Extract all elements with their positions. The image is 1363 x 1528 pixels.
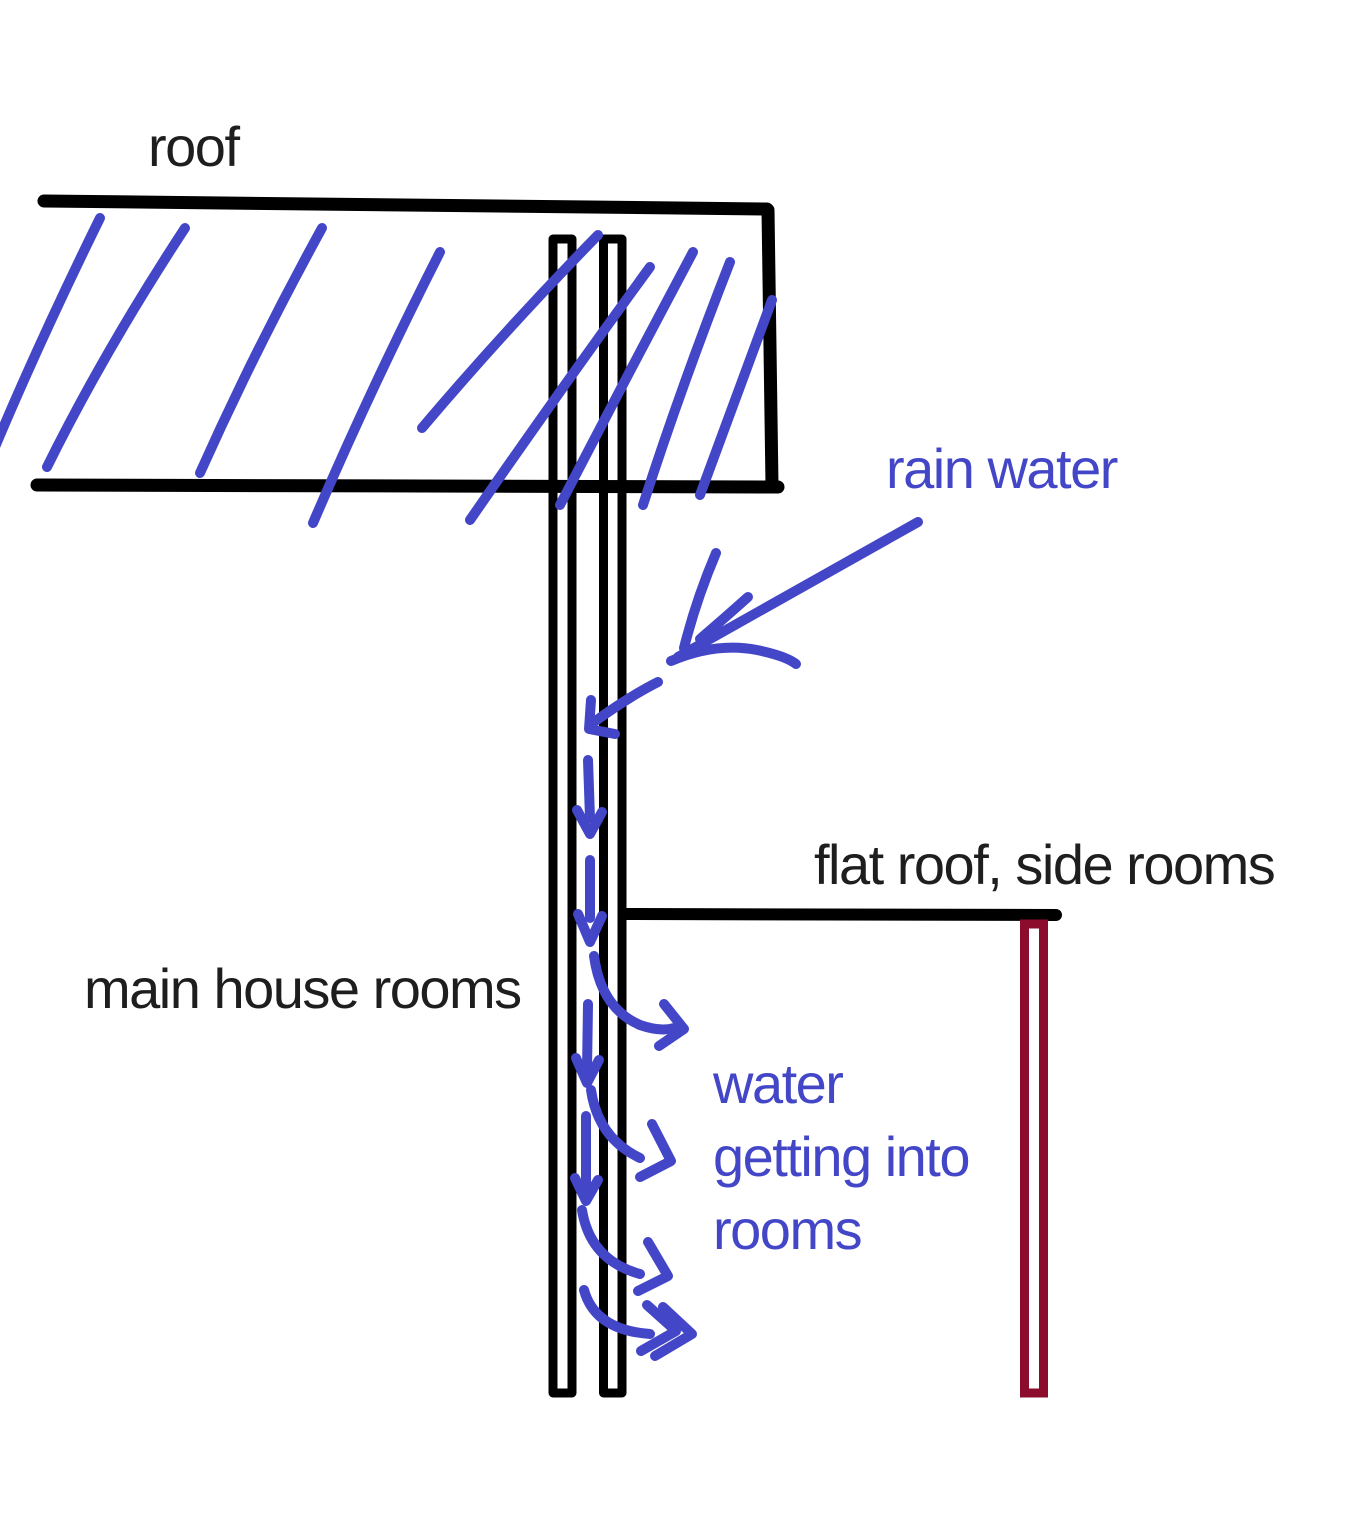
leak-right-3 [577, 1205, 645, 1279]
flat-roof-label: flat roof, side rooms [814, 833, 1274, 896]
flow-down-3 [582, 999, 593, 1075]
rain-hatch-5 [417, 230, 603, 433]
pipe-entry-arrowhead [584, 695, 620, 739]
blue-ink [0, 213, 923, 1361]
leak-right-2-head [635, 1119, 676, 1182]
water-leak-label-line2: getting into [713, 1125, 969, 1188]
red-wall-group [1020, 919, 1048, 1398]
black-structure [30, 194, 1062, 1398]
pipe-entry-arrow [589, 677, 663, 727]
leak-right-4-head-inner [636, 1300, 681, 1356]
rain-hatch-6 [465, 262, 655, 525]
labels: roof rain water flat roof, side rooms ma… [84, 115, 1276, 1261]
leak-right-4-head-outer [650, 1302, 697, 1361]
side-room-wall [1020, 919, 1048, 1398]
rain-arrow-barb-lower [695, 592, 753, 644]
leak-right-2 [586, 1085, 645, 1163]
rain-hatch-8 [638, 257, 735, 510]
flow-down-3-head [571, 1053, 604, 1088]
roof-bottom-edge [30, 478, 785, 494]
flow-down-4-head [570, 1173, 603, 1206]
rain-hatch-4 [308, 247, 445, 528]
rain-hatch-7 [555, 247, 698, 510]
leak-right-1-head [654, 999, 689, 1051]
wall-pipe-left [548, 234, 577, 1398]
main-house-label: main house rooms [84, 957, 521, 1020]
leak-right-4 [579, 1285, 655, 1339]
rain-arrow-tail [666, 642, 801, 669]
rain-hatch-2 [42, 223, 190, 472]
flow-down-2-head [573, 909, 607, 947]
leak-right-1 [589, 951, 679, 1035]
flat-roof-line [621, 908, 1062, 921]
water-leak-label-line1: water [712, 1052, 843, 1115]
rain-arrow-barb-upper [679, 548, 721, 653]
roof-label: roof [148, 115, 240, 178]
rain-hatch-9 [695, 295, 777, 500]
water-leak-label-line3: rooms [713, 1198, 861, 1261]
rain-arrow-shaft [673, 517, 923, 662]
rain-hatch-1 [0, 213, 105, 449]
flow-down-1-head [572, 805, 607, 839]
rain-hatch-3 [195, 223, 327, 478]
flow-down-1 [583, 755, 595, 823]
roof-right-edge [761, 203, 779, 492]
roof-top-edge [37, 194, 774, 216]
rain-water-label: rain water [886, 437, 1118, 500]
leak-right-3-head [633, 1237, 673, 1296]
